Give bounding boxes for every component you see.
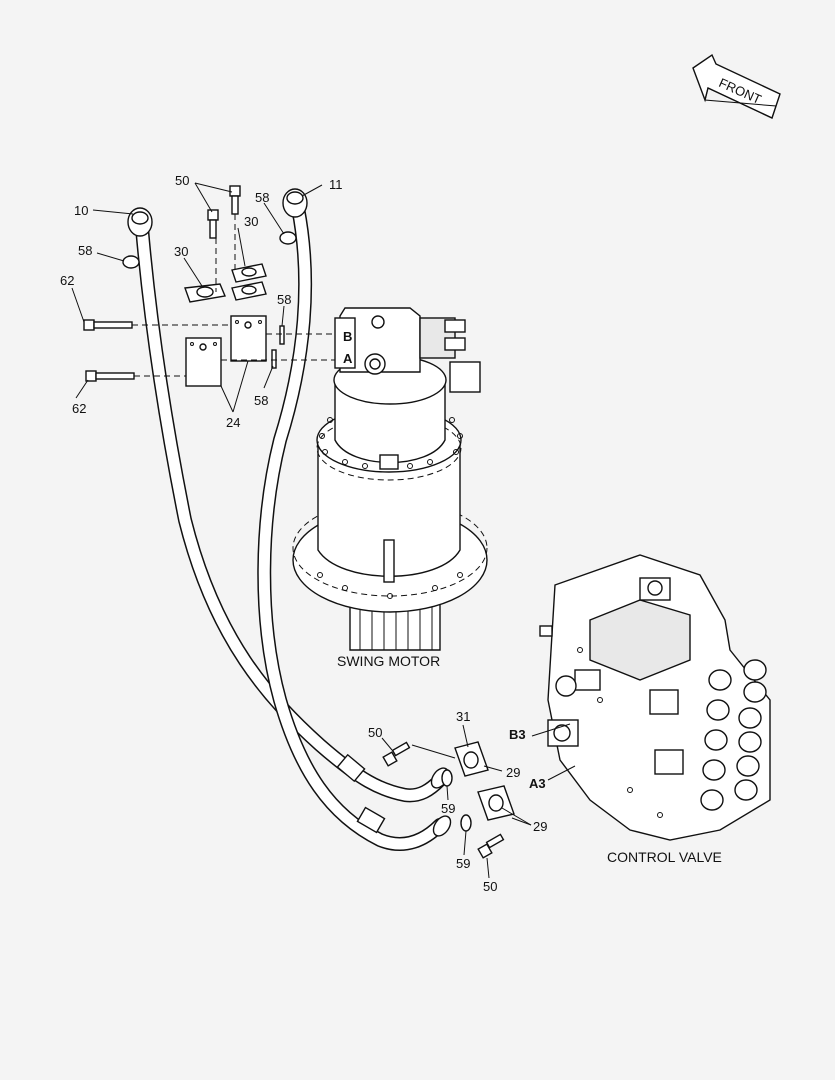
- callout-50-valve-upper: 50: [368, 725, 382, 740]
- adapter-block-upper: [230, 315, 267, 362]
- long-bolt-62-lower: [85, 370, 135, 382]
- front-arrow-icon: FRONT: [692, 53, 781, 119]
- flange-31-upper: [454, 741, 489, 777]
- o-ring-58-right: [279, 231, 297, 245]
- valve-port-b3-label: B3: [509, 727, 526, 742]
- callout-59-upper: 59: [441, 801, 455, 816]
- motor-port-b-label: B: [343, 329, 352, 344]
- callout-11: 11: [329, 177, 343, 192]
- callout-58-left: 58: [78, 243, 92, 258]
- callout-labels: 10 11 50 58 58 30 30 62 58 58 62 24 31 5…: [60, 173, 547, 894]
- control-valve: [539, 554, 771, 841]
- long-bolt-62-upper: [83, 319, 133, 331]
- leader-lines: [71, 182, 576, 879]
- callout-62-top: 62: [60, 273, 74, 288]
- bolt-50-top-right: [229, 185, 241, 215]
- flange-29-lower: [477, 785, 515, 821]
- hose-11: [257, 188, 452, 851]
- callout-30-right: 30: [244, 214, 258, 229]
- o-ring-59-lower: [460, 814, 472, 832]
- flange-30-right: [231, 263, 267, 301]
- callout-30-left: 30: [174, 244, 188, 259]
- bolt-50-top-left: [207, 209, 219, 239]
- callout-50-valve-lower: 50: [483, 879, 497, 894]
- adapter-block-lower: [185, 337, 222, 387]
- o-ring-59-upper: [441, 769, 453, 787]
- bolt-50-valve-upper: [382, 741, 411, 767]
- callout-59-lower: 59: [456, 856, 470, 871]
- control-valve-caption: CONTROL VALVE: [607, 849, 722, 865]
- valve-port-a3-label: A3: [529, 776, 546, 791]
- o-ring-58-mid-lower: [271, 349, 277, 369]
- callout-58-mid-upper: 58: [277, 292, 291, 307]
- motor-port-a-label: A: [343, 351, 353, 366]
- callout-62-bottom: 62: [72, 401, 86, 416]
- swing-motor-caption: SWING MOTOR: [337, 653, 440, 669]
- callout-24: 24: [226, 415, 240, 430]
- callout-29-lower: 29: [533, 819, 547, 834]
- o-ring-58-mid-upper: [279, 325, 285, 345]
- callout-50-top: 50: [175, 173, 189, 188]
- callout-58-top-right: 58: [255, 190, 269, 205]
- callout-10: 10: [74, 203, 88, 218]
- flange-30-left: [184, 283, 226, 303]
- swing-motor: B A: [292, 307, 488, 651]
- o-ring-58-left: [122, 255, 140, 269]
- callout-58-mid-lower: 58: [254, 393, 268, 408]
- bolt-50-valve-lower: [477, 833, 505, 859]
- callout-29-upper: 29: [506, 765, 520, 780]
- callout-31: 31: [456, 709, 470, 724]
